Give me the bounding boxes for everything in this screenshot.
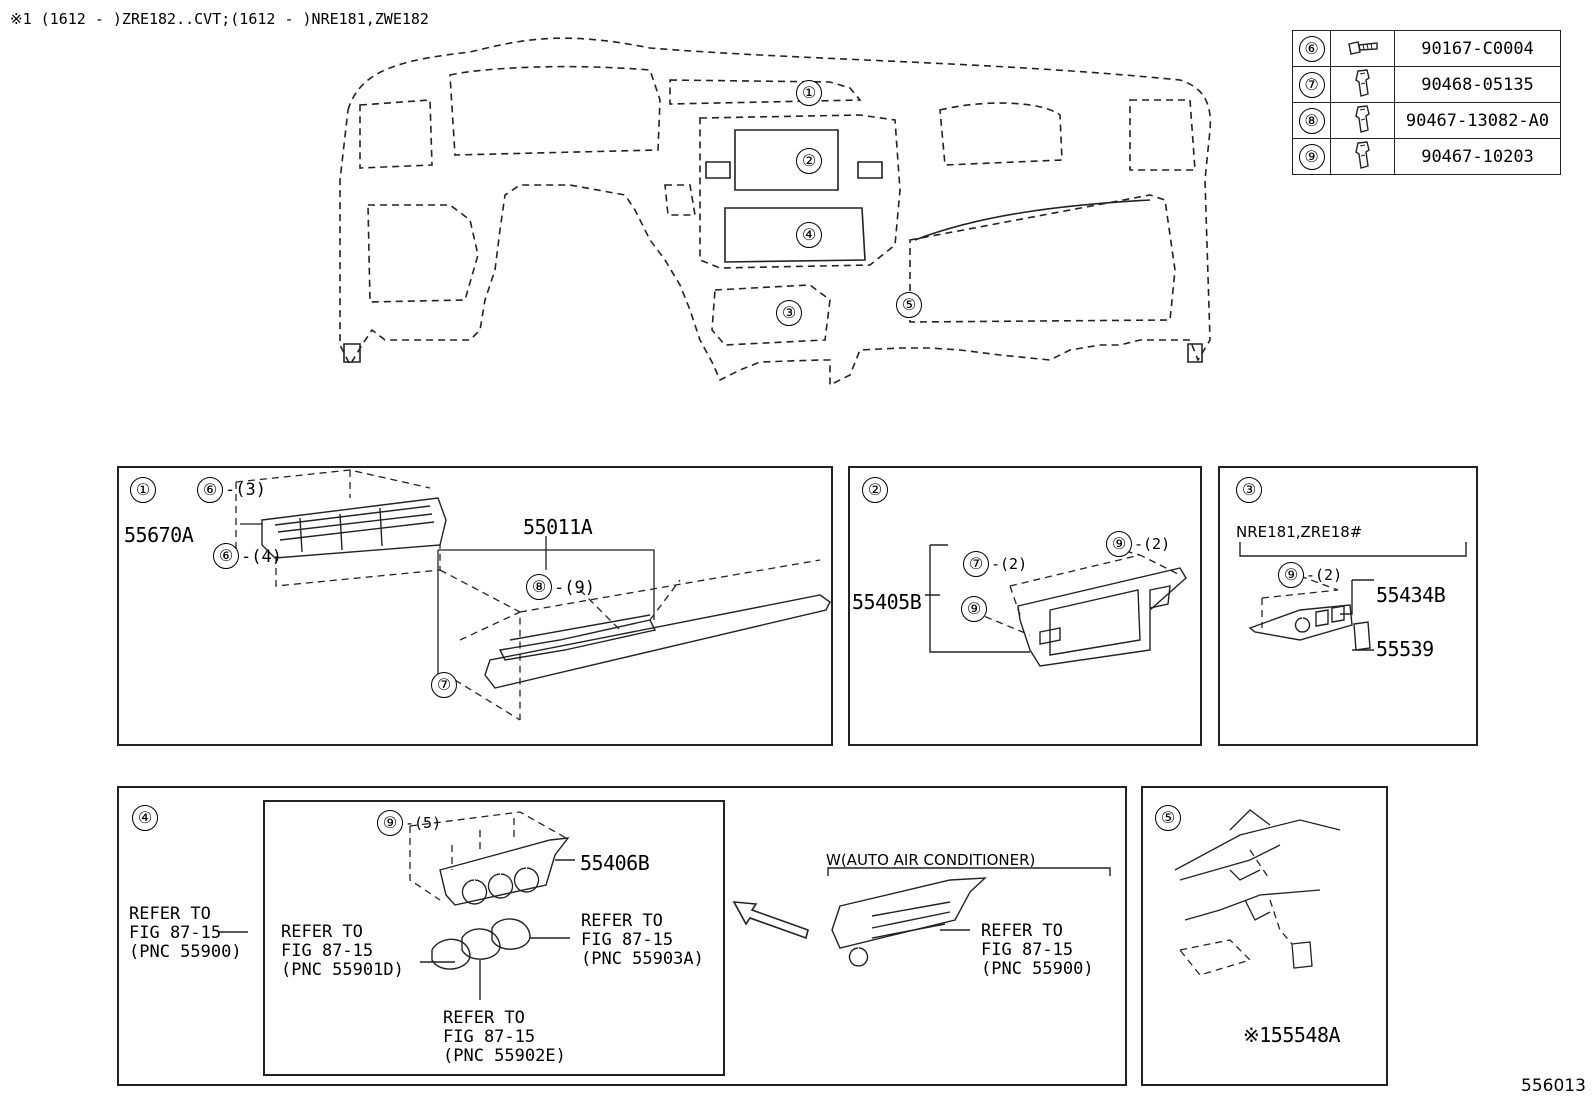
ref-7: ⑦ bbox=[963, 551, 989, 577]
dashboard-outline bbox=[339, 37, 1212, 387]
direction-arrow bbox=[732, 901, 809, 940]
steering-column-box bbox=[664, 184, 696, 216]
ref-9-qty: -(2) bbox=[1306, 566, 1343, 584]
right-pocket-solid-edge bbox=[914, 199, 1151, 241]
manual-ac-subpanel bbox=[263, 800, 725, 1076]
part-55405B: 55405B bbox=[852, 590, 922, 614]
control-knob-right bbox=[491, 918, 531, 950]
switch-cover-blank bbox=[1353, 621, 1371, 651]
clip-icon bbox=[1353, 68, 1373, 102]
ref-8-qty: -(9) bbox=[554, 578, 595, 598]
ref-7: ⑦ bbox=[431, 672, 457, 698]
ref-9-upper: ⑨ bbox=[1106, 531, 1132, 557]
part-55011A: 55011A bbox=[523, 515, 593, 539]
left-vent-opening bbox=[359, 99, 433, 169]
legend-part-number: 90467-13082-A0 bbox=[1405, 110, 1550, 131]
auto-ac-variant: W(AUTO AIR CONDITIONER) bbox=[826, 851, 1036, 869]
dash-mount-tabs bbox=[343, 343, 1203, 363]
part-55406B: 55406B bbox=[580, 851, 650, 875]
legend-row: ⑥ 90167-C0004 bbox=[1292, 30, 1561, 67]
panel-2-badge: ② bbox=[862, 477, 888, 503]
legend-ref: ⑧ bbox=[1298, 107, 1325, 134]
part-55548A: ※155548A bbox=[1243, 1023, 1341, 1047]
auto-ac-panel bbox=[831, 877, 987, 949]
center-vent-slats bbox=[274, 505, 435, 553]
heater-control-panel bbox=[439, 837, 570, 906]
fastener-legend-table: ⑥ 90167-C0004 ⑦ 90468-05135 ⑧ 90467-13082-A0 ⑨… bbox=[1292, 30, 1561, 175]
dash-trim-detail bbox=[498, 614, 657, 661]
legend-row: ⑧ 90467-13082-A0 bbox=[1292, 102, 1561, 139]
panel-3-variant: NRE181,ZRE18# bbox=[1236, 523, 1363, 541]
lower-console bbox=[711, 284, 831, 346]
panel-4-badge: ④ bbox=[132, 805, 158, 831]
legend-part-number: 90467-10203 bbox=[1421, 146, 1534, 167]
panel-3-badge: ③ bbox=[1236, 477, 1262, 503]
opening-2-box bbox=[734, 129, 839, 191]
dash-callout-1: ① bbox=[796, 80, 822, 106]
ref-6-lower: ⑥ bbox=[213, 543, 239, 569]
part-55434B: 55434B bbox=[1376, 583, 1446, 607]
detail-panel-1 bbox=[117, 466, 833, 746]
legend-ref: ⑦ bbox=[1298, 71, 1325, 98]
detail-panel-2 bbox=[848, 466, 1202, 746]
dash-callout-3: ③ bbox=[776, 300, 802, 326]
header-note: ※1 (1612 - )ZRE182..CVT;(1612 - )NRE181,… bbox=[10, 10, 429, 28]
ref-6-lower-qty: -(4) bbox=[241, 547, 282, 567]
switch-base-panel bbox=[1248, 604, 1353, 641]
part-55670A: 55670A bbox=[124, 523, 194, 547]
ref-9-lower: ⑨ bbox=[961, 596, 987, 622]
figure-code: 556013 bbox=[1521, 1076, 1586, 1096]
dash-callout-2: ② bbox=[796, 148, 822, 174]
detail-panel-4 bbox=[117, 786, 1127, 1086]
part-55539: 55539 bbox=[1376, 637, 1434, 661]
ref-9: ⑨ bbox=[1278, 562, 1304, 588]
glovebox-upper bbox=[939, 102, 1063, 166]
clip-icon bbox=[1353, 104, 1373, 138]
connector-block bbox=[1291, 941, 1313, 969]
dash-underside-harness bbox=[1174, 809, 1341, 921]
legend-row: ⑨ 90467-10203 bbox=[1292, 138, 1561, 175]
legend-part-number: 90167-C0004 bbox=[1421, 38, 1534, 59]
ref-9: ⑨ bbox=[377, 810, 403, 836]
ref-6-upper-qty: -(3) bbox=[225, 480, 266, 500]
left-knee-opening bbox=[367, 204, 479, 303]
ref-9-upper-qty: -(2) bbox=[1134, 535, 1171, 553]
right-lower-pocket bbox=[909, 194, 1176, 323]
center-cluster-frame bbox=[699, 114, 901, 269]
panel-5-badge: ⑤ bbox=[1155, 805, 1181, 831]
upper-center-vent bbox=[669, 79, 862, 105]
legend-ref: ⑨ bbox=[1298, 143, 1325, 170]
opening-2-vents bbox=[705, 161, 883, 179]
panel-1-badge: ① bbox=[130, 477, 156, 503]
ref-7-qty: -(2) bbox=[991, 555, 1028, 573]
clip-icon bbox=[1353, 140, 1373, 174]
dash-callout-4: ④ bbox=[796, 222, 822, 248]
ref-6-upper: ⑥ bbox=[197, 477, 223, 503]
bolt-icon bbox=[1346, 40, 1380, 62]
control-knob-center bbox=[461, 928, 501, 960]
legend-ref: ⑥ bbox=[1298, 35, 1325, 62]
dash-trim-panel bbox=[484, 594, 831, 689]
control-knob-left bbox=[431, 938, 471, 970]
display-bezel bbox=[1017, 567, 1187, 667]
ref-9-qty: -(5) bbox=[405, 814, 442, 832]
legend-row: ⑦ 90468-05135 bbox=[1292, 66, 1561, 103]
dash-callout-5: ⑤ bbox=[896, 292, 922, 318]
opening-4-box bbox=[724, 207, 866, 263]
cluster-opening bbox=[449, 65, 661, 156]
legend-part-number: 90468-05135 bbox=[1421, 74, 1534, 95]
detail-panel-3 bbox=[1218, 466, 1478, 746]
detail-panel-5 bbox=[1141, 786, 1388, 1086]
right-vent-opening bbox=[1129, 99, 1196, 171]
display-screen bbox=[1049, 589, 1141, 656]
ref-8: ⑧ bbox=[526, 574, 552, 600]
